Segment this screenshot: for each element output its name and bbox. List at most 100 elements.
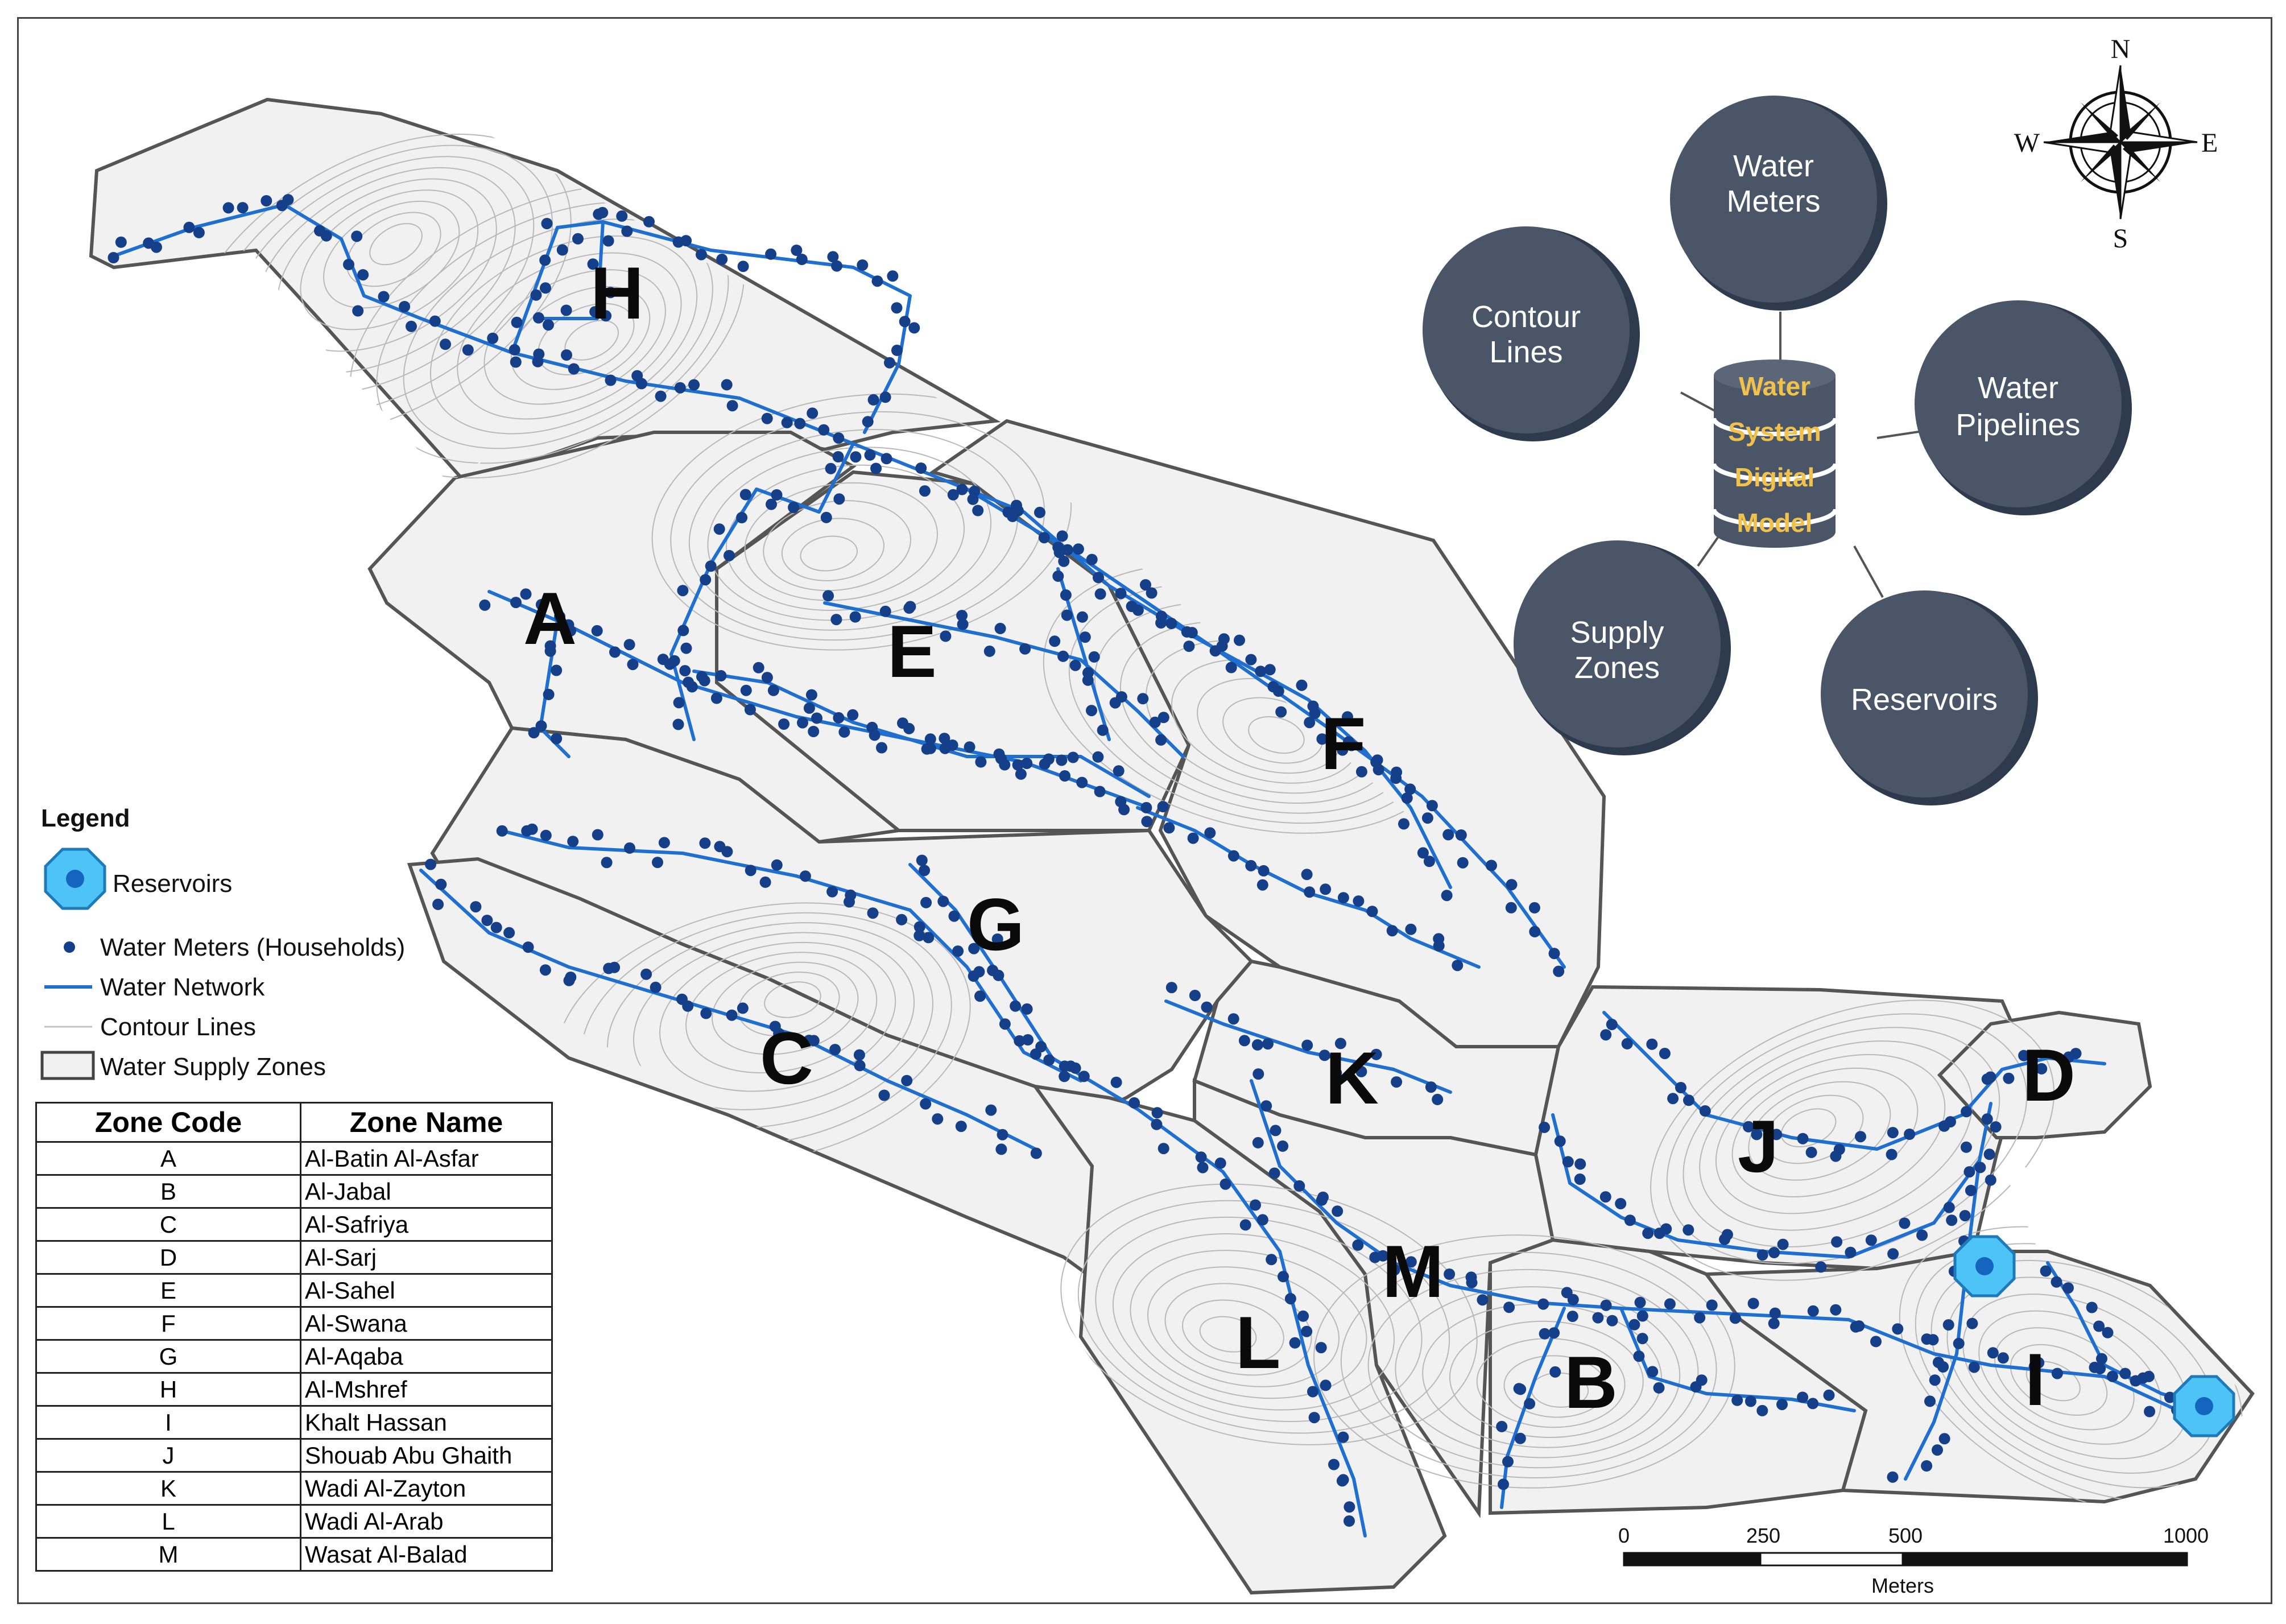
- zone-d: [1937, 1010, 2152, 1139]
- water-meter: [1079, 631, 1091, 643]
- water-meter: [1513, 1383, 1525, 1395]
- water-meter: [528, 727, 540, 739]
- legend: Legend Reservoirs Water Meters (Househol…: [40, 804, 405, 1081]
- water-meter: [1865, 1234, 1877, 1246]
- water-meter: [561, 349, 572, 361]
- water-meter: [1904, 1129, 1916, 1140]
- water-meter: [753, 662, 764, 673]
- water-meter: [867, 907, 879, 919]
- water-meter: [993, 969, 1004, 981]
- svg-text:Water: Water: [1733, 149, 1814, 183]
- water-meter: [940, 630, 952, 642]
- water-meter: [2089, 1361, 2101, 1373]
- scale-tick-250: 250: [1746, 1524, 1780, 1547]
- water-meter: [440, 338, 451, 350]
- water-meter: [1157, 801, 1169, 813]
- water-meter: [1342, 711, 1353, 723]
- water-meter: [1486, 859, 1497, 871]
- water-meter: [1163, 822, 1175, 834]
- reservoir-icon[interactable]: [2173, 1375, 2235, 1437]
- water-meter: [1433, 940, 1445, 952]
- water-meter: [1807, 1305, 1819, 1317]
- water-meter: [1334, 1038, 1346, 1049]
- svg-text:Meters: Meters: [1726, 184, 1820, 218]
- water-meter: [1316, 1194, 1328, 1206]
- water-meter: [1855, 1131, 1866, 1143]
- water-meter: [2051, 1367, 2063, 1379]
- water-meter: [587, 258, 599, 270]
- water-meter: [1058, 555, 1070, 567]
- water-meter: [535, 599, 547, 610]
- water-meter: [2102, 1327, 2114, 1338]
- svg-text:Supply: Supply: [1570, 615, 1664, 650]
- svg-text:Digital: Digital: [1735, 462, 1815, 492]
- water-meter: [2106, 1370, 2118, 1382]
- water-meter: [995, 1143, 1007, 1155]
- zone-name-cell: Al-Mshref: [300, 1372, 553, 1407]
- water-meter: [887, 270, 899, 282]
- water-meter: [1165, 618, 1177, 629]
- water-meter: [1209, 645, 1221, 657]
- water-meter: [640, 968, 652, 980]
- water-meter: [1506, 879, 1518, 891]
- water-meter: [1466, 1276, 1478, 1288]
- water-meter: [1021, 758, 1033, 769]
- water-meter: [1959, 1210, 1971, 1222]
- water-meter: [1606, 1315, 1618, 1327]
- water-meter: [1660, 1223, 1672, 1235]
- water-meter: [1566, 1311, 1578, 1323]
- water-meter: [1061, 544, 1073, 556]
- reservoir-icon[interactable]: [1953, 1235, 2016, 1297]
- database-icon: Water System Digital Model: [1712, 359, 1838, 548]
- water-meter: [183, 221, 195, 233]
- water-meter: [1043, 1054, 1055, 1066]
- water-meter: [2028, 1361, 2040, 1373]
- zone-name-cell: Al-Batin Al-Asfar: [300, 1141, 553, 1176]
- water-meter: [1128, 1097, 1140, 1109]
- water-meter: [668, 655, 680, 667]
- water-meter: [923, 932, 935, 944]
- compass-east: E: [2201, 128, 2218, 158]
- water-meter: [1370, 1048, 1382, 1060]
- zone-code-cell: A: [35, 1141, 301, 1176]
- water-meter: [1768, 1317, 1780, 1329]
- water-meter: [1140, 579, 1151, 591]
- water-meter: [1307, 1386, 1318, 1398]
- water-meter: [1642, 1228, 1654, 1239]
- water-meter: [994, 622, 1006, 634]
- water-meter: [1301, 1039, 1313, 1051]
- water-meter: [972, 505, 984, 516]
- water-meter: [915, 462, 927, 474]
- water-meter: [2096, 1353, 2107, 1365]
- water-meter: [151, 241, 162, 253]
- water-meter: [832, 451, 844, 462]
- water-meter: [744, 704, 756, 716]
- water-meter: [1275, 706, 1287, 718]
- water-meter: [479, 599, 491, 611]
- water-meter: [1264, 664, 1276, 676]
- water-meter: [1621, 1038, 1633, 1049]
- water-meter: [1664, 1298, 1676, 1310]
- water-meter: [2040, 1265, 2052, 1277]
- water-meter: [1405, 1256, 1417, 1268]
- model-circle-supply-zones: Supply Zones: [1514, 540, 1731, 755]
- water-meter: [1158, 1143, 1169, 1155]
- water-meter: [1088, 651, 1100, 663]
- water-meter: [616, 210, 628, 222]
- water-meter: [891, 344, 903, 356]
- water-meter: [847, 709, 859, 721]
- water-meter: [1297, 1310, 1309, 1322]
- water-meter: [1477, 1294, 1489, 1306]
- zone-code-cell: D: [35, 1240, 301, 1275]
- water-meter: [1892, 1323, 1904, 1335]
- water-meter: [761, 412, 773, 424]
- compass-north: N: [2111, 34, 2131, 64]
- water-meter: [1056, 754, 1068, 766]
- water-meter: [761, 672, 773, 684]
- water-meter: [435, 878, 447, 890]
- water-meter: [1038, 532, 1050, 544]
- water-meter: [897, 717, 908, 729]
- water-meter: [357, 269, 369, 281]
- water-meter: [1151, 1107, 1163, 1119]
